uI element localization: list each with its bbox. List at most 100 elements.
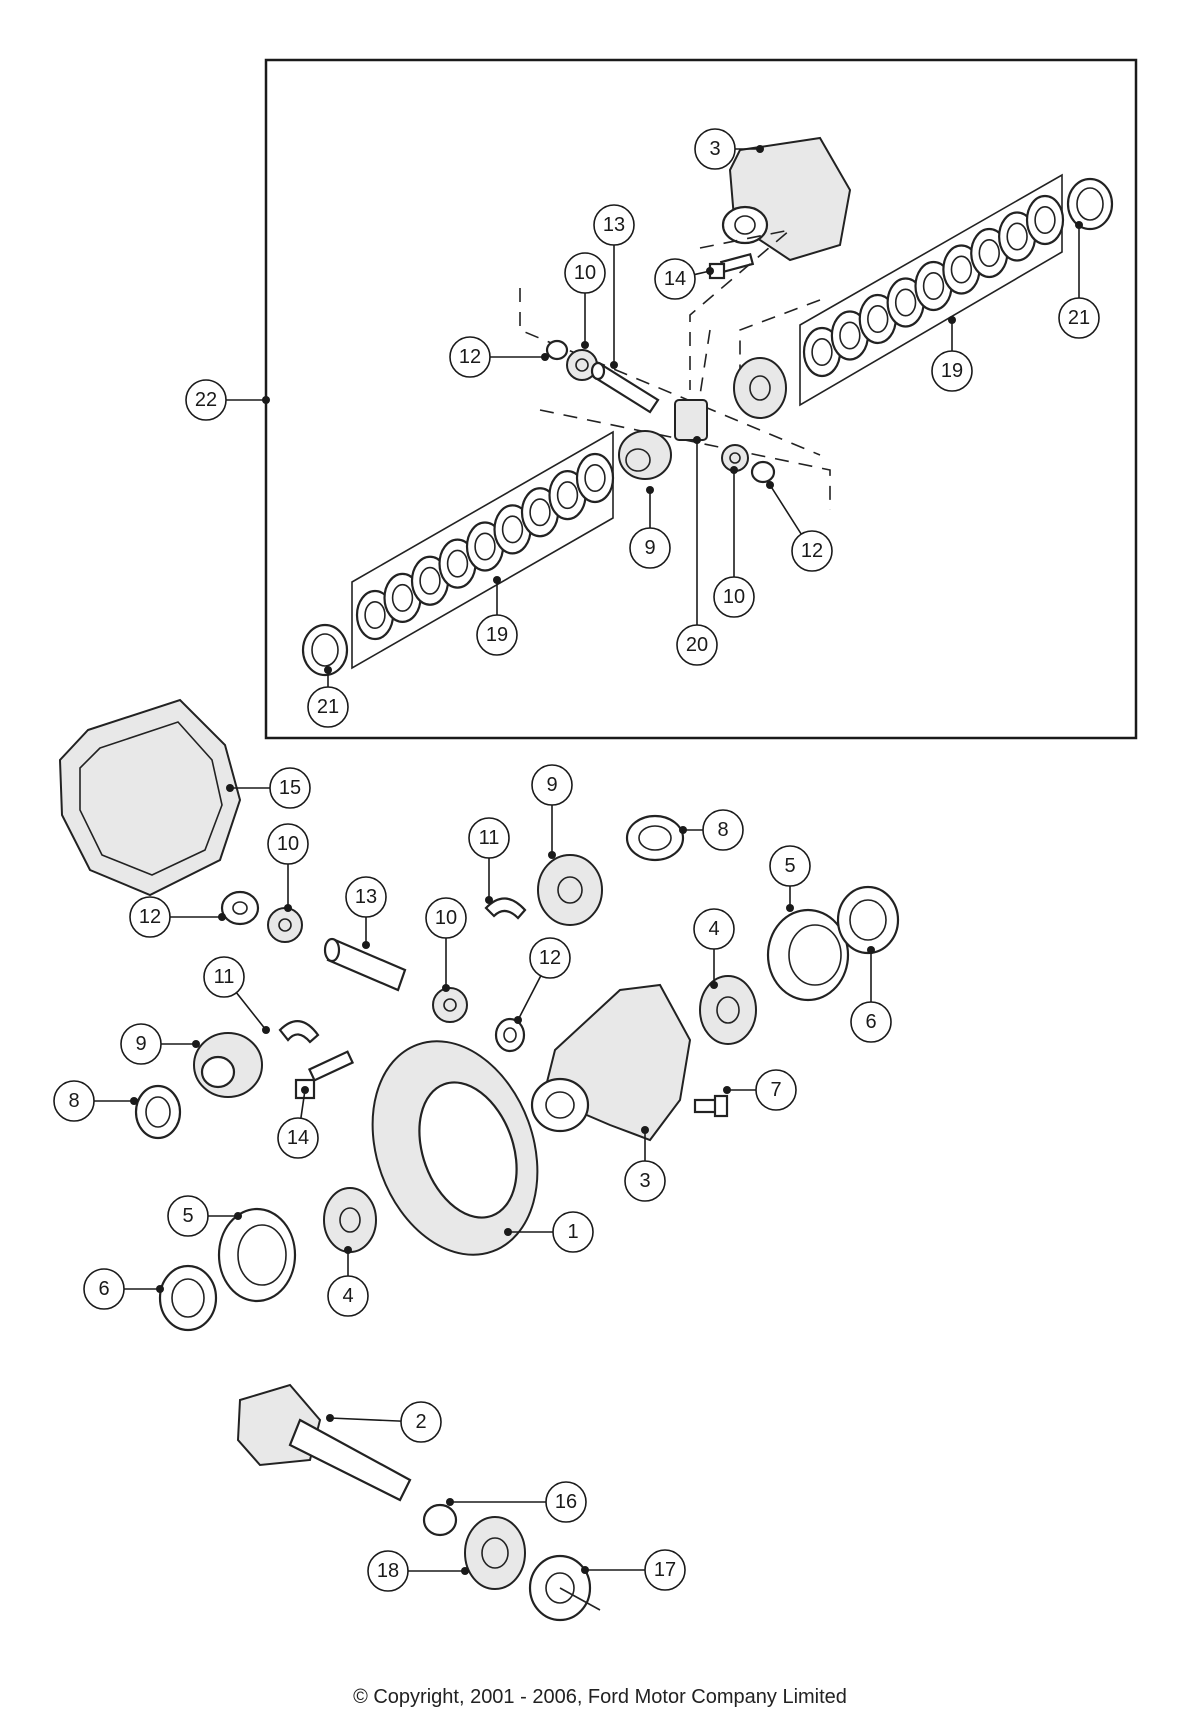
leader-dot — [301, 1086, 309, 1094]
thrust-washer-inset-b — [750, 460, 776, 484]
seal-a — [625, 814, 685, 862]
clutch-pack-upper — [799, 173, 1063, 407]
thrust-block — [674, 399, 708, 441]
leader-dot — [756, 145, 764, 153]
callout-bubble — [269, 767, 311, 809]
callout-label: 10 — [435, 907, 457, 929]
callout-bubble — [400, 1401, 442, 1443]
clutch-plate — [575, 452, 615, 504]
ring-gear — [371, 1040, 539, 1256]
leader-dot — [646, 486, 654, 494]
clutch-plate-hole — [1034, 206, 1056, 235]
callout-label: 9 — [546, 774, 557, 796]
leader-dot — [730, 466, 738, 474]
callout-14: 14 — [277, 1086, 319, 1159]
clutch-plate-hole — [867, 304, 889, 333]
clutch-plate-hole — [364, 600, 386, 629]
callout-13: 13 — [593, 204, 635, 369]
callout-bubble — [327, 1275, 369, 1317]
leader-dot — [226, 784, 234, 792]
main-parts — [58, 698, 900, 1622]
clutch-pack-lower — [351, 430, 614, 670]
leader-dot — [541, 353, 549, 361]
leader-dot — [641, 1126, 649, 1134]
callout-label: 11 — [479, 827, 500, 849]
callout-label: 19 — [486, 624, 508, 646]
inset-parts — [301, 136, 1114, 677]
callout-label: 13 — [355, 886, 377, 908]
callout-label: 9 — [644, 537, 655, 559]
callout-label: 11 — [214, 966, 235, 988]
callout-bubble — [120, 1023, 162, 1065]
clutch-plate-hole — [1006, 222, 1028, 251]
leader-dot — [130, 1097, 138, 1105]
ring-gear-bolt — [693, 1094, 729, 1118]
callout-bubble — [769, 845, 811, 887]
callout-bubble — [83, 1268, 125, 1310]
callout-bubble — [129, 896, 171, 938]
callout-bubble — [654, 258, 696, 300]
callout-label: 18 — [377, 1560, 399, 1582]
leader-dot — [581, 341, 589, 349]
callout-bubble — [277, 1117, 319, 1159]
callout-19: 19 — [476, 576, 518, 656]
leader-dot — [504, 1228, 512, 1236]
callout-bubble — [1058, 297, 1100, 339]
callout-bubble — [167, 1195, 209, 1237]
pinion-gear-inset-a — [566, 349, 598, 381]
callout-bubble — [694, 128, 736, 170]
leader-dot — [326, 1414, 334, 1422]
callout-label: 9 — [135, 1033, 146, 1055]
callout-22: 22 — [185, 379, 270, 421]
callout-bubble — [476, 614, 518, 656]
callout-label: 2 — [415, 1411, 426, 1433]
pinion-gear-b — [432, 987, 468, 1023]
copyright-notice: © Copyright, 2001 - 2006, Ford Motor Com… — [353, 1686, 847, 1708]
clutch-plate-hole — [391, 583, 414, 612]
callout-label: 12 — [139, 906, 161, 928]
clutch-plate-hole — [839, 321, 861, 350]
leader-line — [329, 1417, 402, 1422]
leader-dot — [948, 316, 956, 324]
callout-bubble — [468, 817, 510, 859]
bearing-race-b — [158, 1264, 218, 1332]
callout-bubble — [593, 204, 635, 246]
leader-dot — [706, 267, 714, 275]
callout-label: 21 — [1068, 307, 1090, 329]
callout-bubble — [345, 876, 387, 918]
diff-case-inset — [721, 136, 852, 262]
callout-15: 15 — [226, 767, 311, 809]
callout-bubble — [791, 530, 833, 572]
thrust-washer-inset-a — [545, 339, 569, 361]
callout-label: 4 — [708, 918, 719, 940]
callout-16: 16 — [446, 1481, 587, 1523]
callout-21: 21 — [307, 666, 349, 728]
leader-dot — [786, 904, 794, 912]
callout-9: 9 — [531, 764, 573, 859]
callout-bubble — [676, 624, 718, 666]
callout-bubble — [702, 809, 744, 851]
callout-13: 13 — [345, 876, 387, 949]
drive-pinion — [236, 1383, 412, 1502]
callout-1: 1 — [504, 1211, 594, 1253]
callout-label: 19 — [941, 360, 963, 382]
cross-pin — [323, 937, 407, 992]
leader-dot — [442, 984, 450, 992]
leader-dot — [514, 1016, 522, 1024]
differential-cover — [58, 698, 242, 897]
callout-label: 10 — [723, 586, 745, 608]
leader-dot — [262, 1026, 270, 1034]
pinion-gear-a — [267, 907, 303, 943]
callout-label: 14 — [287, 1127, 309, 1149]
leader-line — [517, 975, 542, 1021]
callout-bubble — [53, 1080, 95, 1122]
clutch-plate-hole — [978, 239, 1000, 268]
callout-bubble — [713, 576, 755, 618]
clutch-plate-hole — [556, 481, 579, 510]
callout-10: 10 — [425, 897, 467, 992]
callout-bubble — [564, 252, 606, 294]
leader-dot — [362, 941, 370, 949]
clip-b — [278, 1020, 320, 1044]
callout-11: 11 — [203, 956, 270, 1034]
side-gear-inset — [618, 430, 672, 480]
